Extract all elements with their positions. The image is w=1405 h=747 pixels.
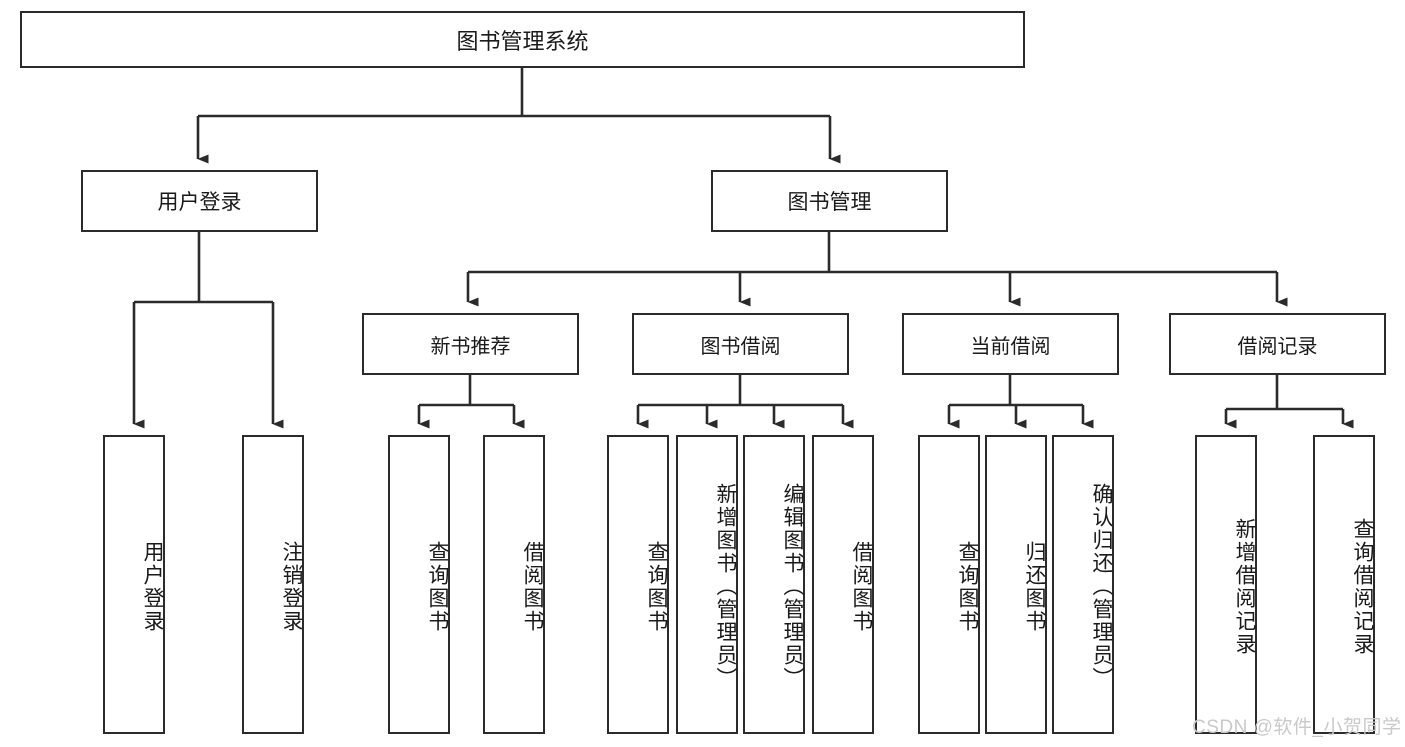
leaf-label: 新增图书（管理员）	[714, 483, 737, 690]
node-leaf-query-books-current[interactable]: 查询图书	[918, 435, 980, 734]
node-leaf-return-books[interactable]: 归还图书	[985, 435, 1047, 734]
node-current-borrow[interactable]: 当前借阅	[902, 313, 1119, 375]
leaf-label: 新增借阅记录	[1233, 517, 1256, 656]
leaf-label: 确认归还（管理员）	[1090, 483, 1113, 690]
node-book-management[interactable]: 图书管理	[711, 170, 948, 232]
node-leaf-edit-book-admin[interactable]: 编辑图书（管理员）	[743, 435, 805, 734]
node-leaf-confirm-return-admin[interactable]: 确认归还（管理员）	[1052, 435, 1114, 734]
node-leaf-query-books-borrow[interactable]: 查询图书	[607, 435, 669, 734]
node-borrow-records[interactable]: 借阅记录	[1169, 313, 1386, 375]
node-leaf-logout[interactable]: 注销登录	[242, 435, 304, 734]
node-leaf-add-book-admin[interactable]: 新增图书（管理员）	[676, 435, 738, 734]
leaf-label: 用户登录	[141, 540, 164, 633]
leaf-label: 归还图书	[1023, 540, 1046, 633]
leaf-label: 查询图书	[645, 540, 668, 633]
node-new-book-recommend[interactable]: 新书推荐	[362, 313, 579, 375]
leaf-label: 借阅图书	[521, 540, 544, 633]
leaf-label: 注销登录	[280, 540, 303, 633]
leaf-label: 查询图书	[426, 540, 449, 633]
node-leaf-query-books-recommend[interactable]: 查询图书	[388, 435, 450, 734]
node-leaf-borrow-books[interactable]: 借阅图书	[812, 435, 874, 734]
node-book-borrow[interactable]: 图书借阅	[632, 313, 849, 375]
node-user-login[interactable]: 用户登录	[81, 170, 318, 232]
node-leaf-borrow-books-recommend[interactable]: 借阅图书	[483, 435, 545, 734]
leaf-label: 编辑图书（管理员）	[781, 483, 804, 690]
leaf-label: 借阅图书	[850, 540, 873, 633]
node-leaf-add-borrow-record[interactable]: 新增借阅记录	[1195, 435, 1257, 734]
csdn-watermark: CSDN @软件_小贺同学	[1192, 717, 1402, 738]
leaf-label: 查询图书	[956, 540, 979, 633]
node-leaf-query-borrow-record[interactable]: 查询借阅记录	[1313, 435, 1375, 734]
leaf-label: 查询借阅记录	[1351, 517, 1374, 656]
node-leaf-user-login[interactable]: 用户登录	[103, 435, 165, 734]
node-root-system[interactable]: 图书管理系统	[20, 11, 1025, 68]
